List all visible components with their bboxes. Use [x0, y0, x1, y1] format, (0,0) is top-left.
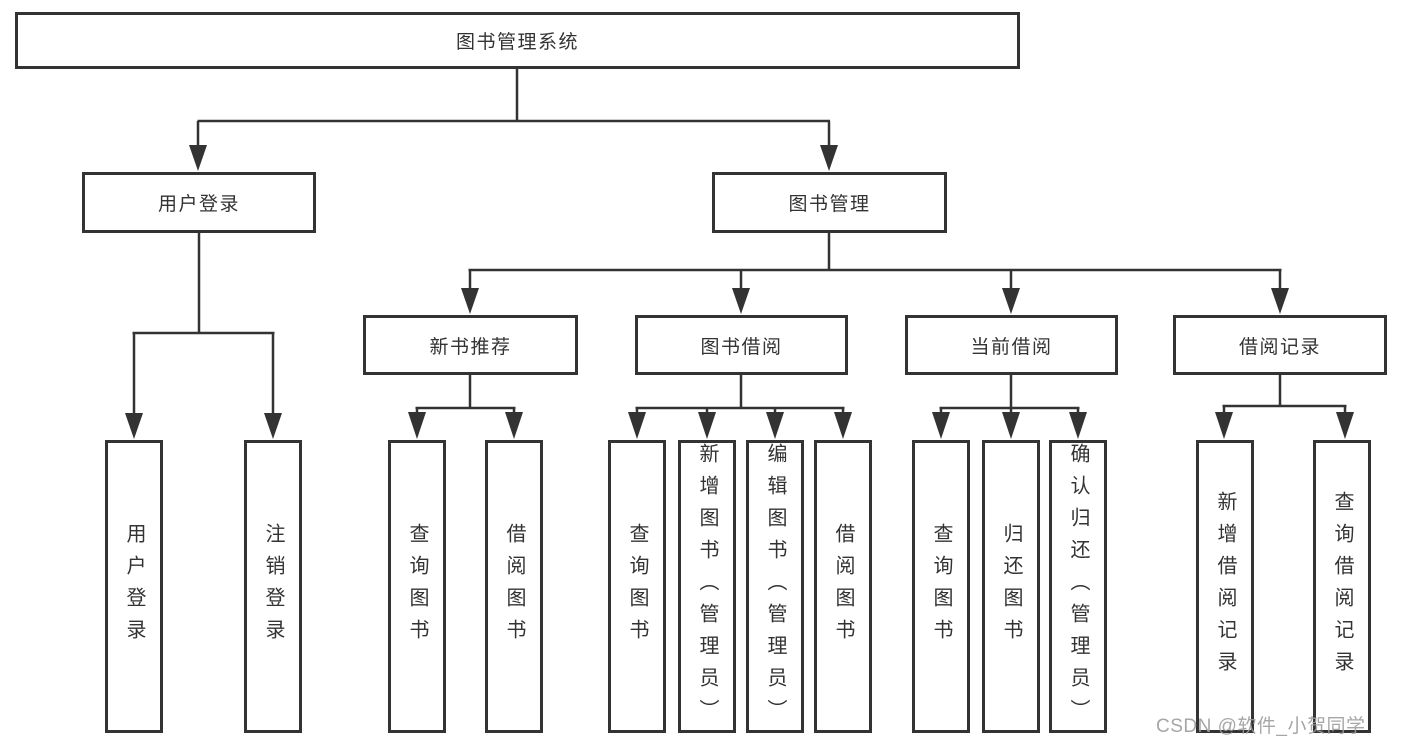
leaf-add-books-admin-label: 新增图书（管理员）	[696, 443, 718, 731]
connector-book-mgmt-to-level3	[468, 233, 1282, 290]
leaf-add-borrow-record: 新增借阅记录	[1196, 440, 1254, 733]
arrowheads-new-books-leaves	[408, 412, 523, 439]
connector-book-borrow-to-leaves	[635, 375, 845, 414]
csdn-watermark: CSDN @软件_小贺同学	[1156, 716, 1366, 737]
node-book-management-branch-label: 图书管理	[788, 194, 871, 215]
leaf-borrow-books-1-label: 借阅图书	[503, 522, 525, 651]
arrowheads-current-borrow-leaves	[932, 412, 1087, 439]
leaf-query-books-2-label: 查询图书	[626, 522, 648, 651]
connector-user-login-to-leaves	[132, 233, 275, 414]
leaf-add-books-admin: 新增图书（管理员）	[678, 440, 736, 733]
node-book-borrowing: 图书借阅	[635, 315, 848, 375]
leaf-query-books-3-label: 查询图书	[930, 522, 952, 651]
leaf-confirm-return-admin: 确认归还（管理员）	[1049, 440, 1107, 733]
node-user-login-branch-label: 用户登录	[157, 194, 240, 215]
leaf-borrow-books-2: 借阅图书	[814, 440, 872, 733]
leaf-return-books-label: 归还图书	[1000, 522, 1022, 651]
arrowheads-user-login-leaves	[125, 413, 282, 439]
connector-current-borrow-to-leaves	[939, 375, 1080, 414]
connector-borrow-records-to-leaves	[1222, 375, 1347, 414]
node-borrowing-records: 借阅记录	[1173, 315, 1387, 375]
node-borrowing-records-label: 借阅记录	[1238, 336, 1321, 358]
node-current-borrowing: 当前借阅	[905, 315, 1118, 375]
connector-root-to-level2	[196, 68, 831, 147]
leaf-borrow-books-2-label: 借阅图书	[832, 522, 854, 651]
arrowheads-borrow-records-leaves	[1215, 412, 1354, 439]
leaf-query-borrow-record: 查询借阅记录	[1313, 440, 1371, 733]
node-new-book-recommend-label: 新书推荐	[429, 336, 512, 358]
leaf-return-books: 归还图书	[982, 440, 1040, 733]
leaf-query-books-1: 查询图书	[388, 440, 446, 733]
leaf-edit-books-admin: 编辑图书（管理员）	[746, 440, 804, 733]
leaf-user-login: 用户登录	[105, 440, 163, 733]
node-book-management-branch: 图书管理	[712, 172, 947, 233]
node-current-borrowing-label: 当前借阅	[970, 336, 1053, 358]
arrowheads-book-borrow-leaves	[628, 412, 852, 439]
leaf-query-borrow-record-label: 查询借阅记录	[1331, 490, 1353, 683]
arrowheads-level3	[461, 288, 1289, 314]
leaf-user-login-label: 用户登录	[123, 522, 145, 651]
node-user-login-branch: 用户登录	[82, 172, 316, 233]
leaf-borrow-books-1: 借阅图书	[485, 440, 543, 733]
leaf-add-borrow-record-label: 新增借阅记录	[1214, 490, 1236, 683]
node-new-book-recommend: 新书推荐	[363, 315, 578, 375]
connector-new-books-to-leaves	[415, 375, 516, 414]
arrowheads-level2	[189, 145, 838, 171]
node-root-label: 图书管理系统	[455, 32, 579, 53]
leaf-query-books-3: 查询图书	[912, 440, 970, 733]
leaf-confirm-return-admin-label: 确认归还（管理员）	[1067, 443, 1089, 731]
leaf-logout: 注销登录	[244, 440, 302, 733]
node-book-borrowing-label: 图书借阅	[700, 336, 783, 358]
leaf-logout-label: 注销登录	[262, 522, 284, 651]
leaf-edit-books-admin-label: 编辑图书（管理员）	[764, 443, 786, 731]
node-root-library-system: 图书管理系统	[15, 12, 1020, 69]
leaf-query-books-1-label: 查询图书	[406, 522, 428, 651]
leaf-query-books-2: 查询图书	[608, 440, 666, 733]
